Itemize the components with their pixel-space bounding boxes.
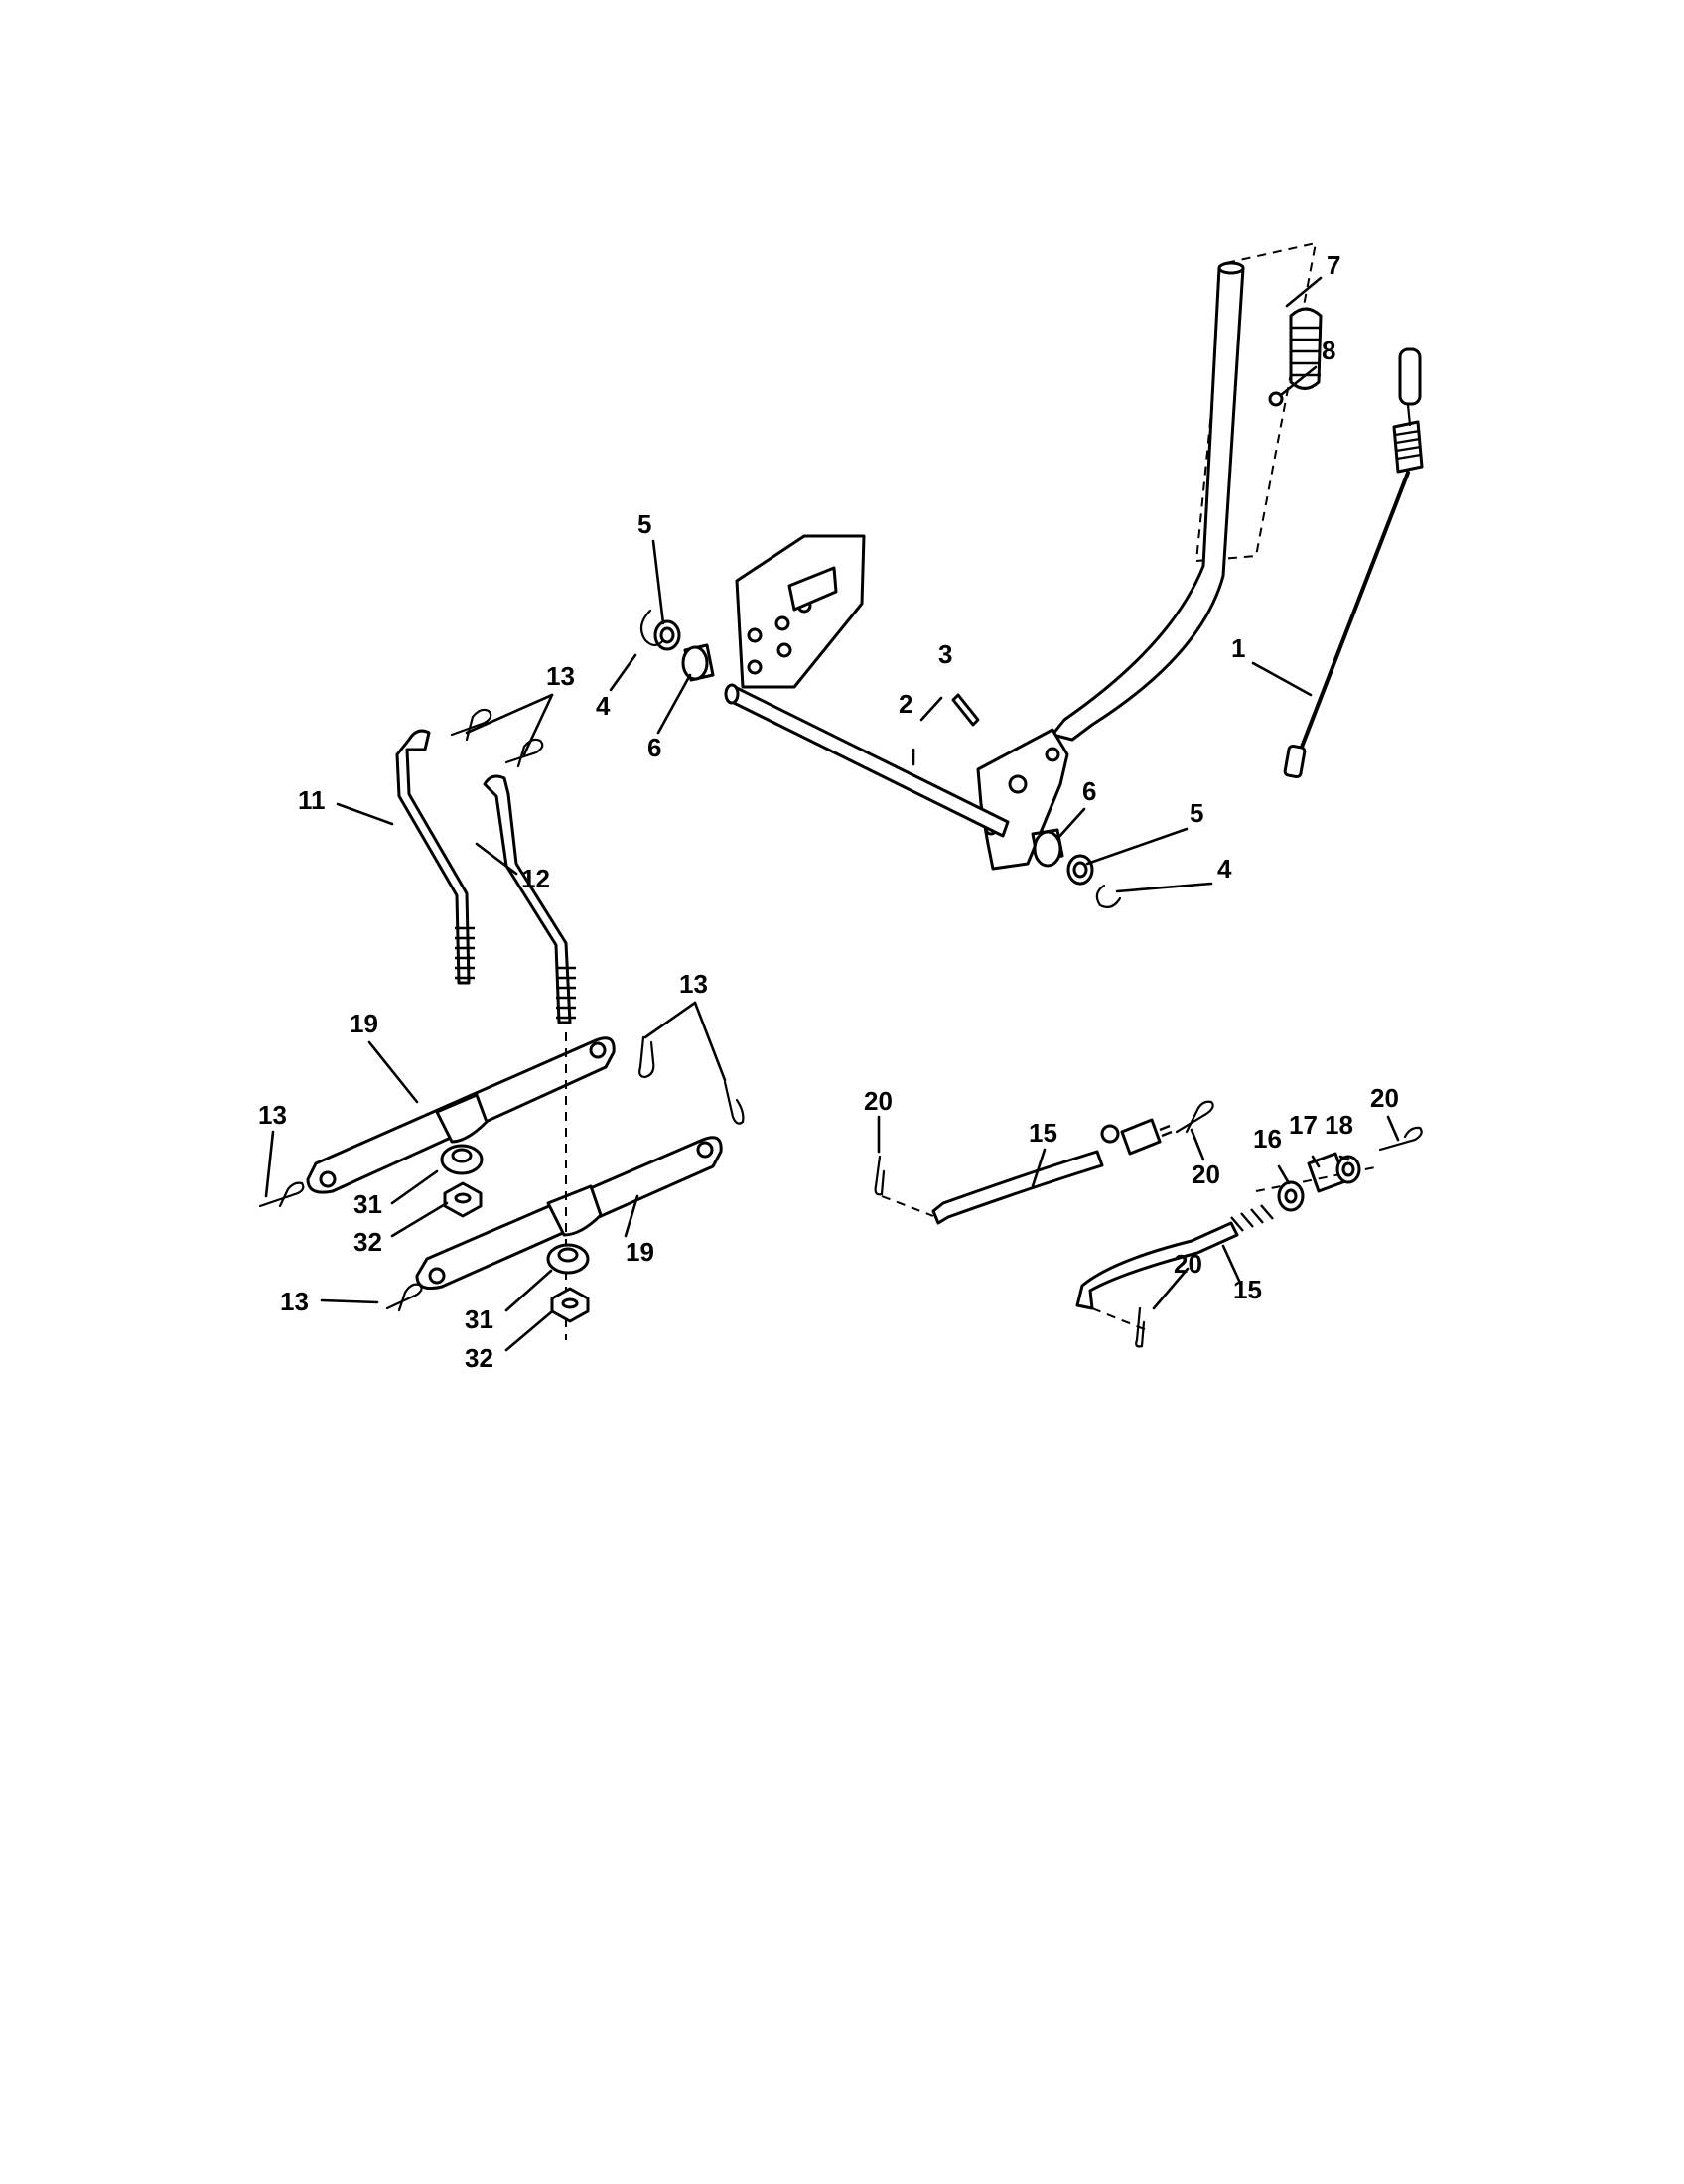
callout-4-left: 4 [596, 691, 611, 721]
callout-19-upper: 19 [350, 1009, 378, 1038]
roll-pin [951, 693, 980, 727]
callout-31-lower: 31 [465, 1304, 493, 1334]
hairpin-clip-13c [638, 1035, 655, 1079]
lift-arm-lower [415, 1136, 723, 1291]
washer-right [1066, 854, 1094, 886]
bushing-left [681, 643, 715, 682]
lift-link-left [395, 729, 475, 985]
callout-1: 1 [1231, 633, 1245, 663]
cotter-pin-20b [1175, 1100, 1214, 1134]
callout-15-lower: 15 [1233, 1275, 1262, 1304]
callout-16: 16 [1253, 1124, 1282, 1154]
hairpin-clip-13d [723, 1080, 745, 1125]
callout-13-bottom: 13 [280, 1287, 309, 1316]
callout-12: 12 [521, 864, 550, 893]
washer-left [653, 619, 681, 651]
callout-17: 17 [1289, 1110, 1318, 1140]
hairpin-clip-13a [450, 708, 492, 742]
lift-handle [1051, 261, 1245, 742]
cotter-pin-20c [1378, 1126, 1423, 1152]
callout-3: 3 [938, 639, 952, 669]
callout-7: 7 [1327, 250, 1340, 280]
swivel-block [1255, 1152, 1381, 1193]
callout-32-lower: 32 [465, 1343, 493, 1373]
hairpin-clip-13b [504, 738, 544, 768]
release-rod [1283, 347, 1424, 779]
callout-20-right: 20 [1370, 1083, 1399, 1113]
spacer-31a [440, 1144, 484, 1175]
grip-insert [1268, 391, 1284, 407]
callout-13-top: 13 [546, 661, 575, 691]
leader-lines [264, 276, 1400, 1352]
callout-18: 18 [1325, 1110, 1353, 1140]
callout-8: 8 [1322, 336, 1335, 365]
nut-32b [550, 1287, 590, 1323]
callout-13-left: 13 [258, 1100, 287, 1130]
adjuster-rod-upper [881, 1118, 1173, 1225]
callout-20-lower: 20 [1174, 1249, 1202, 1279]
adjuster-nut-18 [1335, 1155, 1361, 1184]
callout-11: 11 [298, 785, 326, 815]
lift-shaft [724, 683, 1010, 838]
e-clip-left [639, 609, 665, 647]
cotter-pin-20a [874, 1155, 886, 1196]
callout-20-left: 20 [864, 1086, 893, 1116]
lift-link-right [483, 774, 576, 1024]
callout-19-lower: 19 [626, 1237, 654, 1267]
callout-labels: 7 8 1 3 2 5 4 6 6 5 4 13 11 12 13 19 13 … [258, 250, 1399, 1373]
spacer-31b [546, 1243, 590, 1275]
callout-2: 2 [899, 689, 912, 719]
bushing-right [1031, 828, 1064, 868]
e-clip-right [1095, 884, 1122, 908]
callout-6-right: 6 [1082, 776, 1096, 806]
callout-5-right: 5 [1190, 798, 1203, 828]
callout-31-upper: 31 [353, 1189, 382, 1219]
hairpin-clip-13e [258, 1181, 305, 1208]
cotter-pin-20d [1135, 1306, 1146, 1348]
lift-arm-upper [306, 1036, 616, 1194]
callout-15-upper: 15 [1029, 1118, 1057, 1148]
adjuster-nut-16 [1277, 1180, 1305, 1212]
callout-13-mid: 13 [679, 969, 708, 999]
callout-4-right: 4 [1217, 854, 1232, 884]
hairpin-clip-13f [385, 1283, 423, 1312]
callout-5-left: 5 [637, 509, 651, 539]
callout-32-upper: 32 [353, 1227, 382, 1257]
nut-32a [443, 1181, 483, 1218]
callout-20-mid: 20 [1192, 1160, 1220, 1189]
mounting-plate [735, 534, 866, 689]
callout-6-left: 6 [647, 733, 661, 762]
